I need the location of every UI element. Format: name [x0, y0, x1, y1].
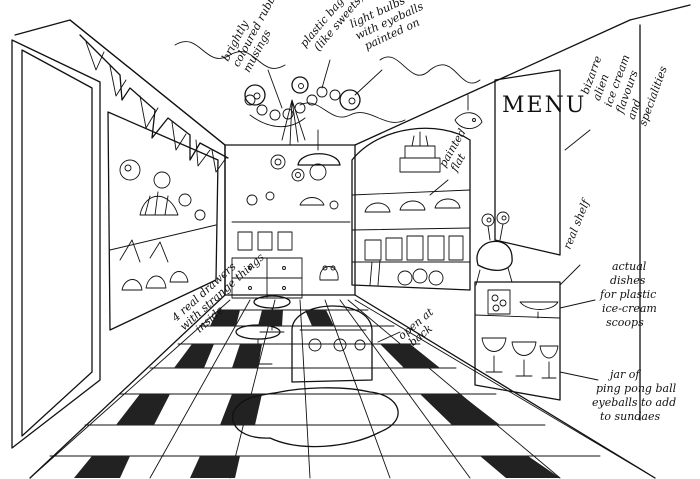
real-drawers [231, 257, 303, 299]
sundae-dishes [481, 337, 559, 379]
note-bulbs: light bulbs with eyeballs painted on [348, 0, 434, 54]
note-shelf: real shelf [561, 196, 593, 251]
left-door-frame [11, 39, 101, 449]
real-shelf [474, 281, 561, 401]
note-drawers: 4 real drawers with strange things insid… [169, 239, 278, 342]
ceiling-edges [69, 19, 631, 146]
shop-window [107, 111, 219, 331]
note-painted: painted flat [436, 123, 480, 175]
ceiling-decorations [174, 41, 483, 182]
alien-monster [475, 211, 513, 286]
menu-title: MENU [502, 93, 586, 118]
menu-board: MENU [494, 69, 586, 256]
back-wall-shelves [231, 191, 351, 299]
note-eyeball-jar: jar of ping pong ball eyeballs to add to… [592, 368, 680, 423]
floor-puddle [232, 387, 399, 448]
right-wall [354, 4, 691, 479]
bunting-flags [79, 34, 229, 173]
checkered-floor [29, 299, 656, 479]
note-musings: brightly coloured rubber musings [219, 0, 296, 75]
room-structure [14, 4, 691, 479]
right-shelving-unit [351, 127, 471, 291]
note-dishes: actual dishes for plastic ice-cream scoo… [599, 260, 660, 329]
annotation-arrows [267, 59, 599, 381]
note-menu: bizarre alien ice cream flavours and spe… [575, 41, 670, 128]
eyeball-jar [487, 289, 511, 315]
left-wall [14, 19, 226, 479]
eyeball-light-bulbs [244, 76, 361, 111]
